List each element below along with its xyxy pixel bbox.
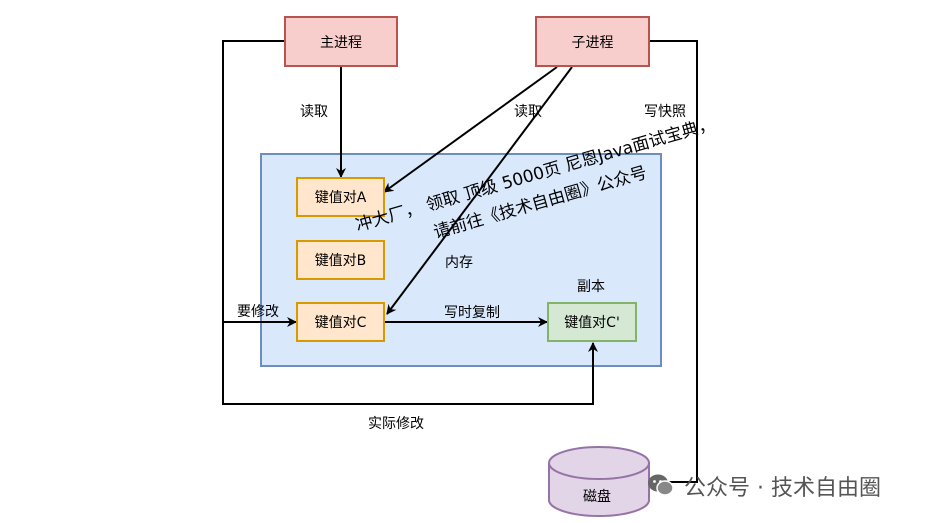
kv-a-label: 键值对A bbox=[314, 190, 367, 206]
kv-a-node: 键值对A bbox=[296, 177, 385, 217]
edge-child-read-a bbox=[383, 66, 558, 193]
main-read-label: 读取 bbox=[300, 104, 328, 120]
copy-label: 副本 bbox=[577, 279, 605, 295]
child-read-label: 读取 bbox=[514, 104, 542, 120]
snapshot-label: 写快照 bbox=[644, 104, 686, 120]
edge-main-modify-c bbox=[222, 40, 297, 327]
memory-label: 内存 bbox=[445, 255, 473, 271]
wechat-icon bbox=[648, 474, 674, 496]
child-process-label: 子进程 bbox=[571, 34, 614, 51]
disk-cylinder bbox=[548, 446, 650, 517]
kv-c-node: 键值对C bbox=[296, 302, 385, 342]
kv-c-copy-label: 键值对C' bbox=[564, 315, 620, 331]
kv-b-node: 键值对B bbox=[296, 240, 385, 280]
disk-label: 磁盘 bbox=[583, 489, 611, 505]
kv-c-label: 键值对C bbox=[314, 315, 367, 331]
kv-b-label: 键值对B bbox=[314, 253, 367, 269]
child-process-node: 子进程 bbox=[535, 16, 650, 67]
main-process-node: 主进程 bbox=[284, 16, 398, 67]
main-process-label: 主进程 bbox=[320, 34, 362, 51]
want-modify-label: 要修改 bbox=[237, 304, 279, 320]
copy-on-write-label: 写时复制 bbox=[444, 305, 500, 321]
kv-c-copy-node: 键值对C' bbox=[547, 302, 637, 342]
edge-child-read-c bbox=[386, 66, 573, 315]
brand-text: 公众号 · 技术自由圈 bbox=[684, 476, 881, 501]
actual-modify-label: 实际修改 bbox=[368, 416, 424, 432]
edge-actual-modify bbox=[222, 322, 598, 405]
edge-snapshot-disk bbox=[650, 40, 698, 487]
